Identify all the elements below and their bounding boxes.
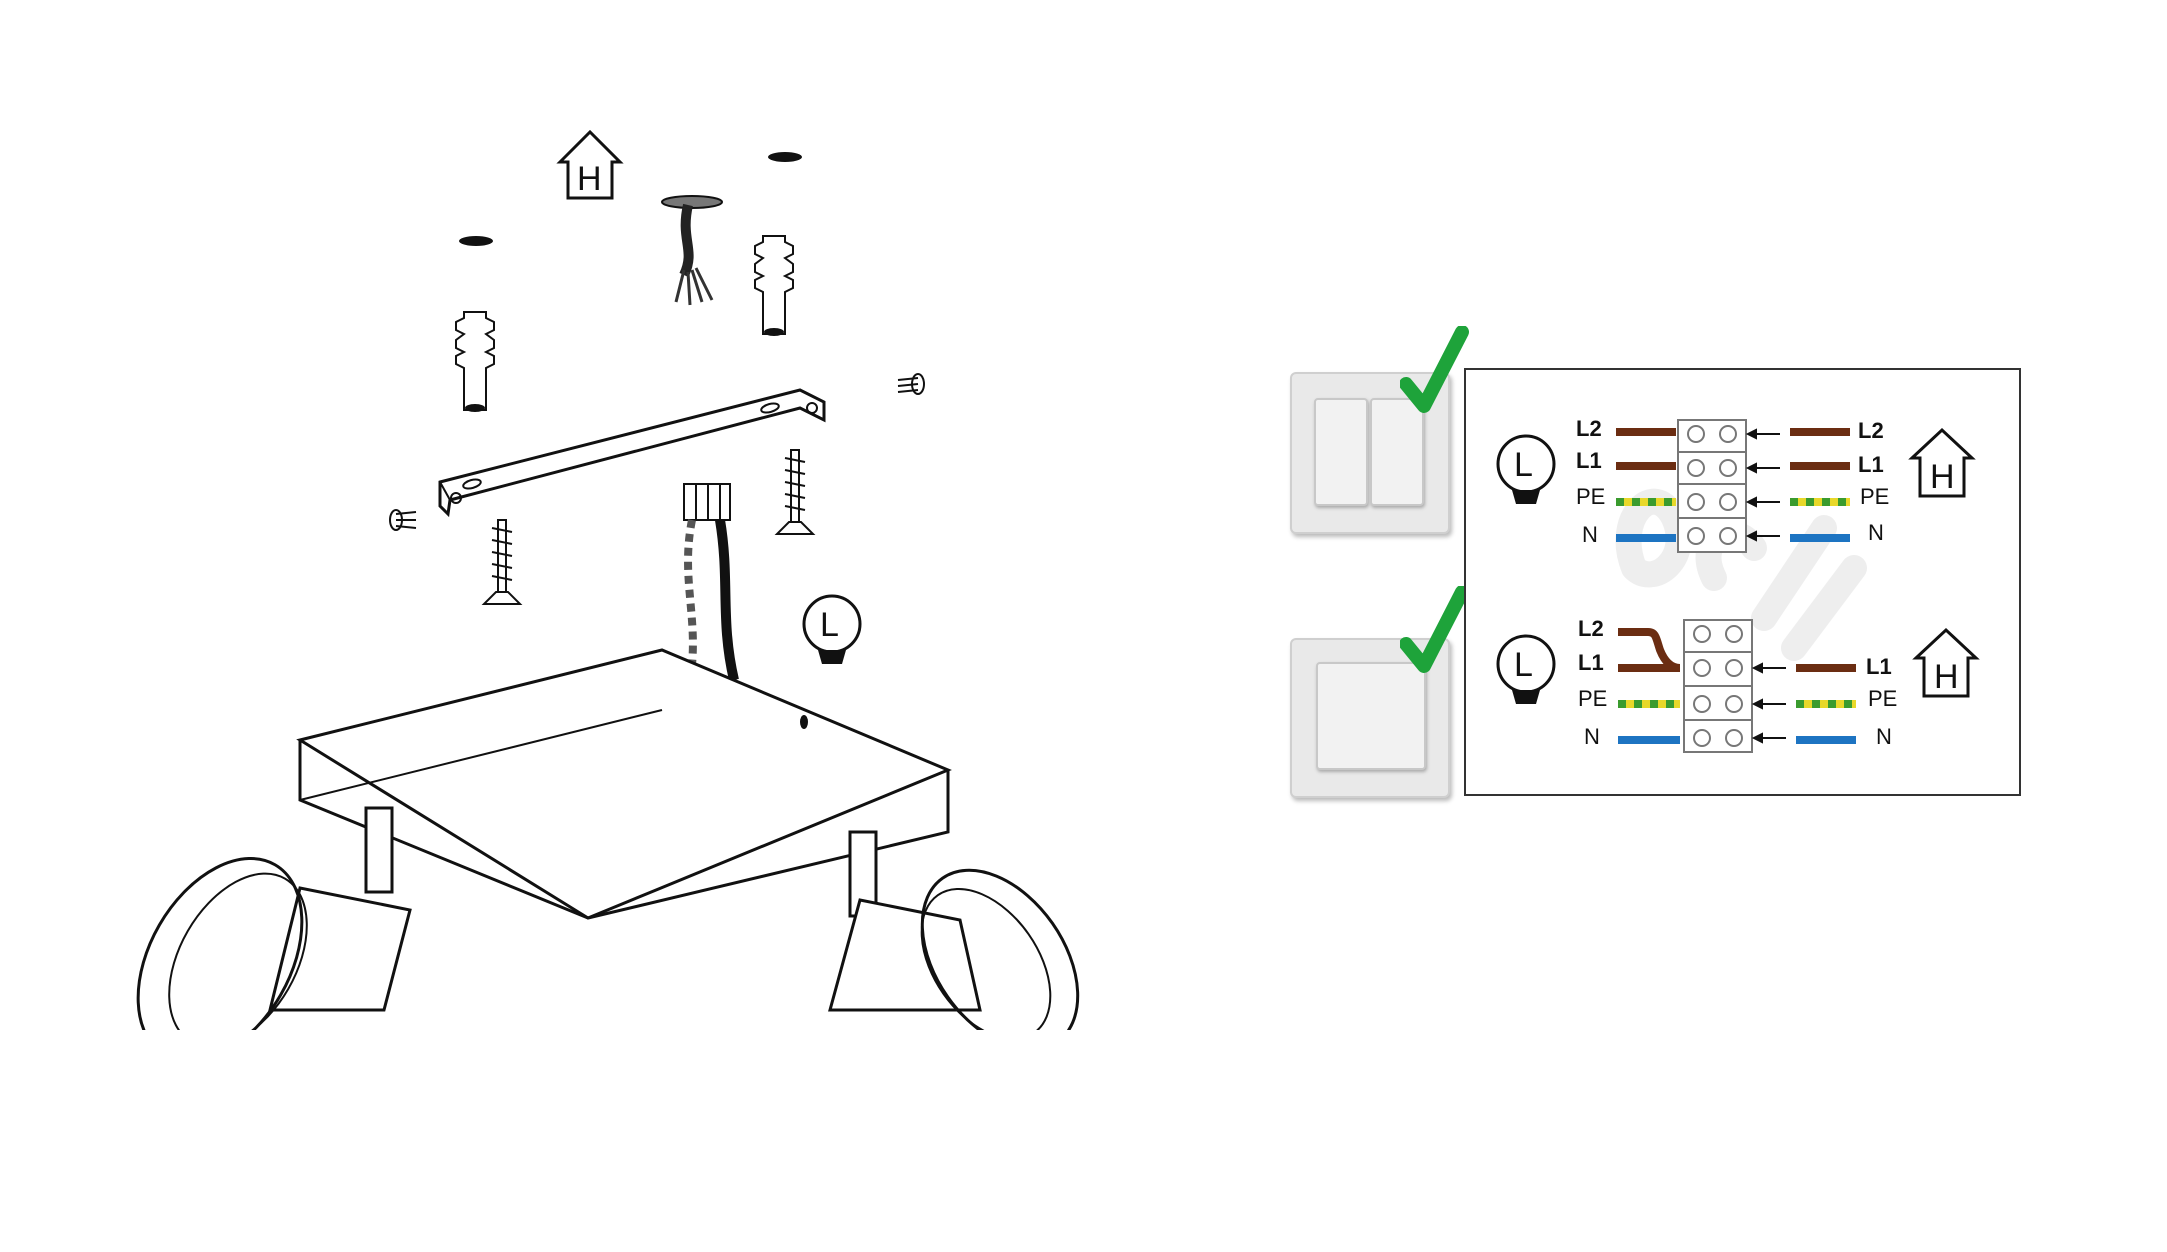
ceiling-hole-right (768, 152, 802, 162)
label-l1-right: L1 (1858, 452, 1884, 477)
wiring-diagram: L H L2 L1 PE N L2 L1 PE N L H (1464, 368, 2021, 796)
label-pe: PE (1576, 484, 1605, 509)
lamp-wires (683, 483, 739, 682)
mounting-bracket (438, 388, 826, 518)
canopy-base (296, 648, 952, 920)
label-n-right: N (1868, 520, 1884, 545)
label-l1-right: L1 (1866, 654, 1892, 679)
house-icon-letter: H (577, 160, 602, 198)
label-l2: L2 (1576, 416, 1602, 441)
bracket-screw-right (897, 373, 925, 395)
double-switch-rocker-left (1314, 398, 1368, 506)
house-icon-letter: H (1934, 658, 1959, 696)
arrows (1745, 428, 1780, 542)
screw-right (774, 449, 816, 535)
house-icon: H (556, 129, 624, 200)
single-switch-rocker (1316, 662, 1426, 770)
house-icon-letter: H (1930, 458, 1955, 496)
label-pe-right: PE (1860, 484, 1889, 509)
double-switch-rocker-right (1370, 398, 1424, 506)
screw-left (481, 519, 523, 605)
label-l2-right: L2 (1858, 418, 1884, 443)
lamp-icon-letter: L (1514, 646, 1533, 684)
label-n-right: N (1876, 724, 1892, 749)
assembly-diagram: H (136, 129, 1080, 1030)
ceiling-cable (661, 195, 723, 306)
ceiling-hole-left (459, 236, 493, 246)
label-n: N (1584, 724, 1600, 749)
house-icon: H (1908, 427, 1976, 498)
lamp-icon: L (802, 594, 862, 664)
check-mark-icon (1400, 586, 1469, 673)
wall-plug-right (754, 235, 794, 336)
label-pe-right: PE (1868, 686, 1897, 711)
label-l1: L1 (1576, 448, 1602, 473)
label-l2: L2 (1578, 616, 1604, 641)
label-pe: PE (1578, 686, 1607, 711)
spot-light-left (136, 806, 412, 1030)
label-l1: L1 (1578, 650, 1604, 675)
label-n: N (1582, 522, 1598, 547)
lamp-icon: L (1496, 434, 1556, 504)
house-icon: H (1912, 627, 1980, 698)
wall-plug-left (455, 311, 495, 412)
lamp-icon: L (1496, 634, 1556, 704)
lamp-icon-letter: L (1514, 446, 1533, 484)
lamp-icon-letter: L (820, 606, 839, 644)
bracket-screw-left (389, 509, 417, 531)
terminal-block (1683, 619, 1753, 753)
arrows (1751, 662, 1786, 744)
check-mark-icon (1400, 326, 1469, 413)
spot-light-right (828, 830, 1080, 1030)
terminal-block (1677, 419, 1747, 553)
